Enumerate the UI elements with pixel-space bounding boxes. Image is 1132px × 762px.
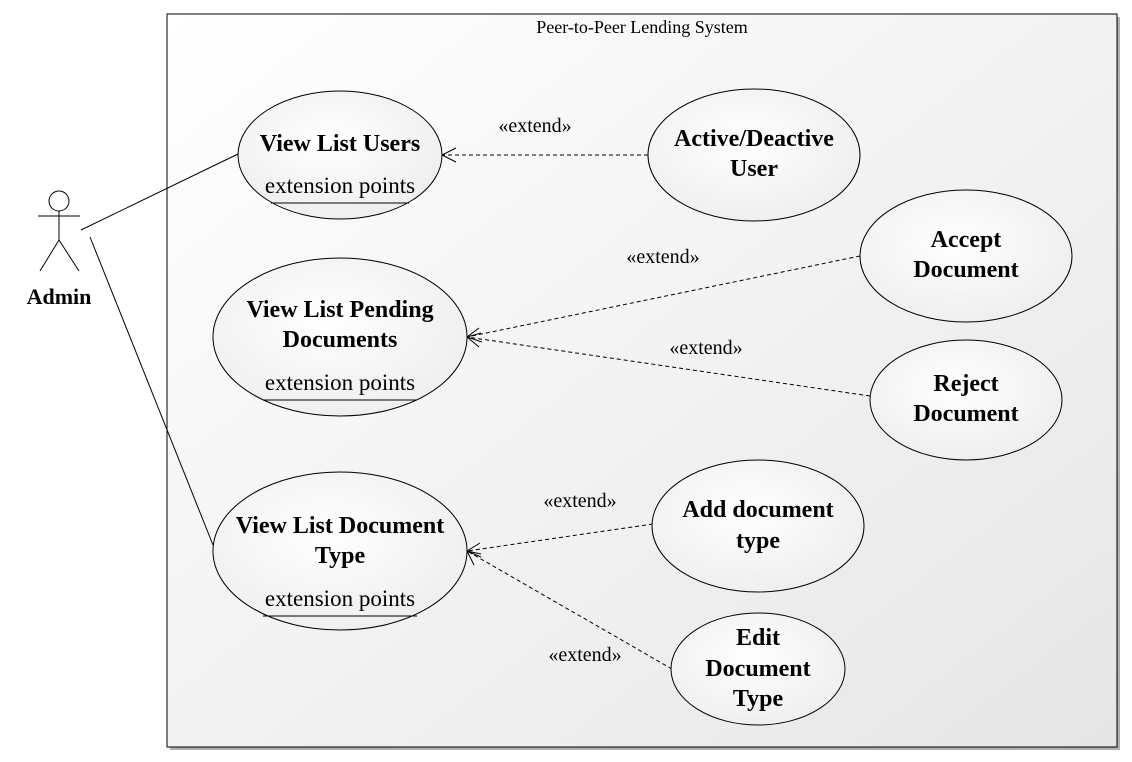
use-case-title-line-2: Type <box>315 543 366 569</box>
use-case-accept-document[interactable]: Accept Document <box>859 189 1073 323</box>
use-case-title-line-2: Document <box>705 656 810 682</box>
use-case-title-line-2: Document <box>913 401 1018 427</box>
use-case-ellipse <box>859 189 1073 323</box>
extend-line <box>466 255 861 338</box>
use-case-view-list-pending-documents[interactable]: View List Pending Documents extension po… <box>212 257 468 417</box>
extend-line <box>466 336 871 397</box>
extend-line <box>466 523 654 552</box>
use-case-title-line-3: Type <box>733 686 784 712</box>
use-case-title-line-1: Edit <box>736 625 780 651</box>
use-case-ellipse <box>651 459 865 593</box>
use-case-ellipse <box>869 339 1063 461</box>
extend-label-accept-document: «extend» <box>626 246 699 268</box>
use-case-ellipse <box>212 257 468 417</box>
use-case-title-line-2: type <box>736 528 780 554</box>
use-case-edit-document-type[interactable]: Edit Document Type <box>670 612 846 726</box>
extend-label-add-document-type: «extend» <box>543 490 616 512</box>
extension-points-label: extension points <box>265 370 415 395</box>
use-case-title-line-1: Reject <box>933 371 998 397</box>
use-case-ellipse <box>237 90 443 220</box>
extension-points-label: extension points <box>265 586 415 611</box>
use-case-title: View List Users <box>260 131 420 157</box>
system-title: Peer-to-Peer Lending System <box>536 17 748 37</box>
associations <box>80 153 239 546</box>
extend-labels: «extend» «extend» «extend» «extend» «ext… <box>498 115 742 666</box>
use-case-title-line-2: User <box>730 156 778 182</box>
extend-label-edit-document-type: «extend» <box>548 644 621 666</box>
use-case-title-line-1: Active/Deactive <box>674 126 834 152</box>
actor-left-leg <box>39 239 60 272</box>
use-case-title-line-2: Documents <box>283 327 398 353</box>
use-case-add-document-type[interactable]: Add document type <box>651 459 865 593</box>
use-case-active-deactive-user[interactable]: Active/Deactive User <box>647 88 861 222</box>
use-case-ellipse <box>647 88 861 222</box>
use-case-title-line-1: Accept <box>931 227 1002 253</box>
extend-line <box>466 550 673 670</box>
association-view-list-users <box>80 153 239 231</box>
actor-label: Admin <box>27 284 92 309</box>
use-case-ellipse <box>670 612 846 726</box>
use-case-ellipse <box>212 471 468 631</box>
use-case-title-line-1: Add document <box>682 497 833 523</box>
use-case-title-line-1: View List Pending <box>246 297 433 323</box>
association-view-list-document-type <box>89 236 214 546</box>
extend-label-reject-document: «extend» <box>669 337 742 359</box>
actor-right-leg <box>58 239 80 272</box>
actor-head <box>48 190 70 212</box>
actor-admin[interactable]: Admin <box>27 190 92 309</box>
use-case-view-list-users[interactable]: View List Users extension points <box>237 90 443 220</box>
use-case-title-line-2: Document <box>913 257 1018 283</box>
use-case-view-list-document-type[interactable]: View List Document Type extension points <box>212 471 468 631</box>
extend-label-active-deactive-user: «extend» <box>498 115 571 137</box>
use-case-reject-document[interactable]: Reject Document <box>869 339 1063 461</box>
use-case-title-line-1: View List Document <box>236 513 444 539</box>
extension-points-label: extension points <box>265 173 415 198</box>
